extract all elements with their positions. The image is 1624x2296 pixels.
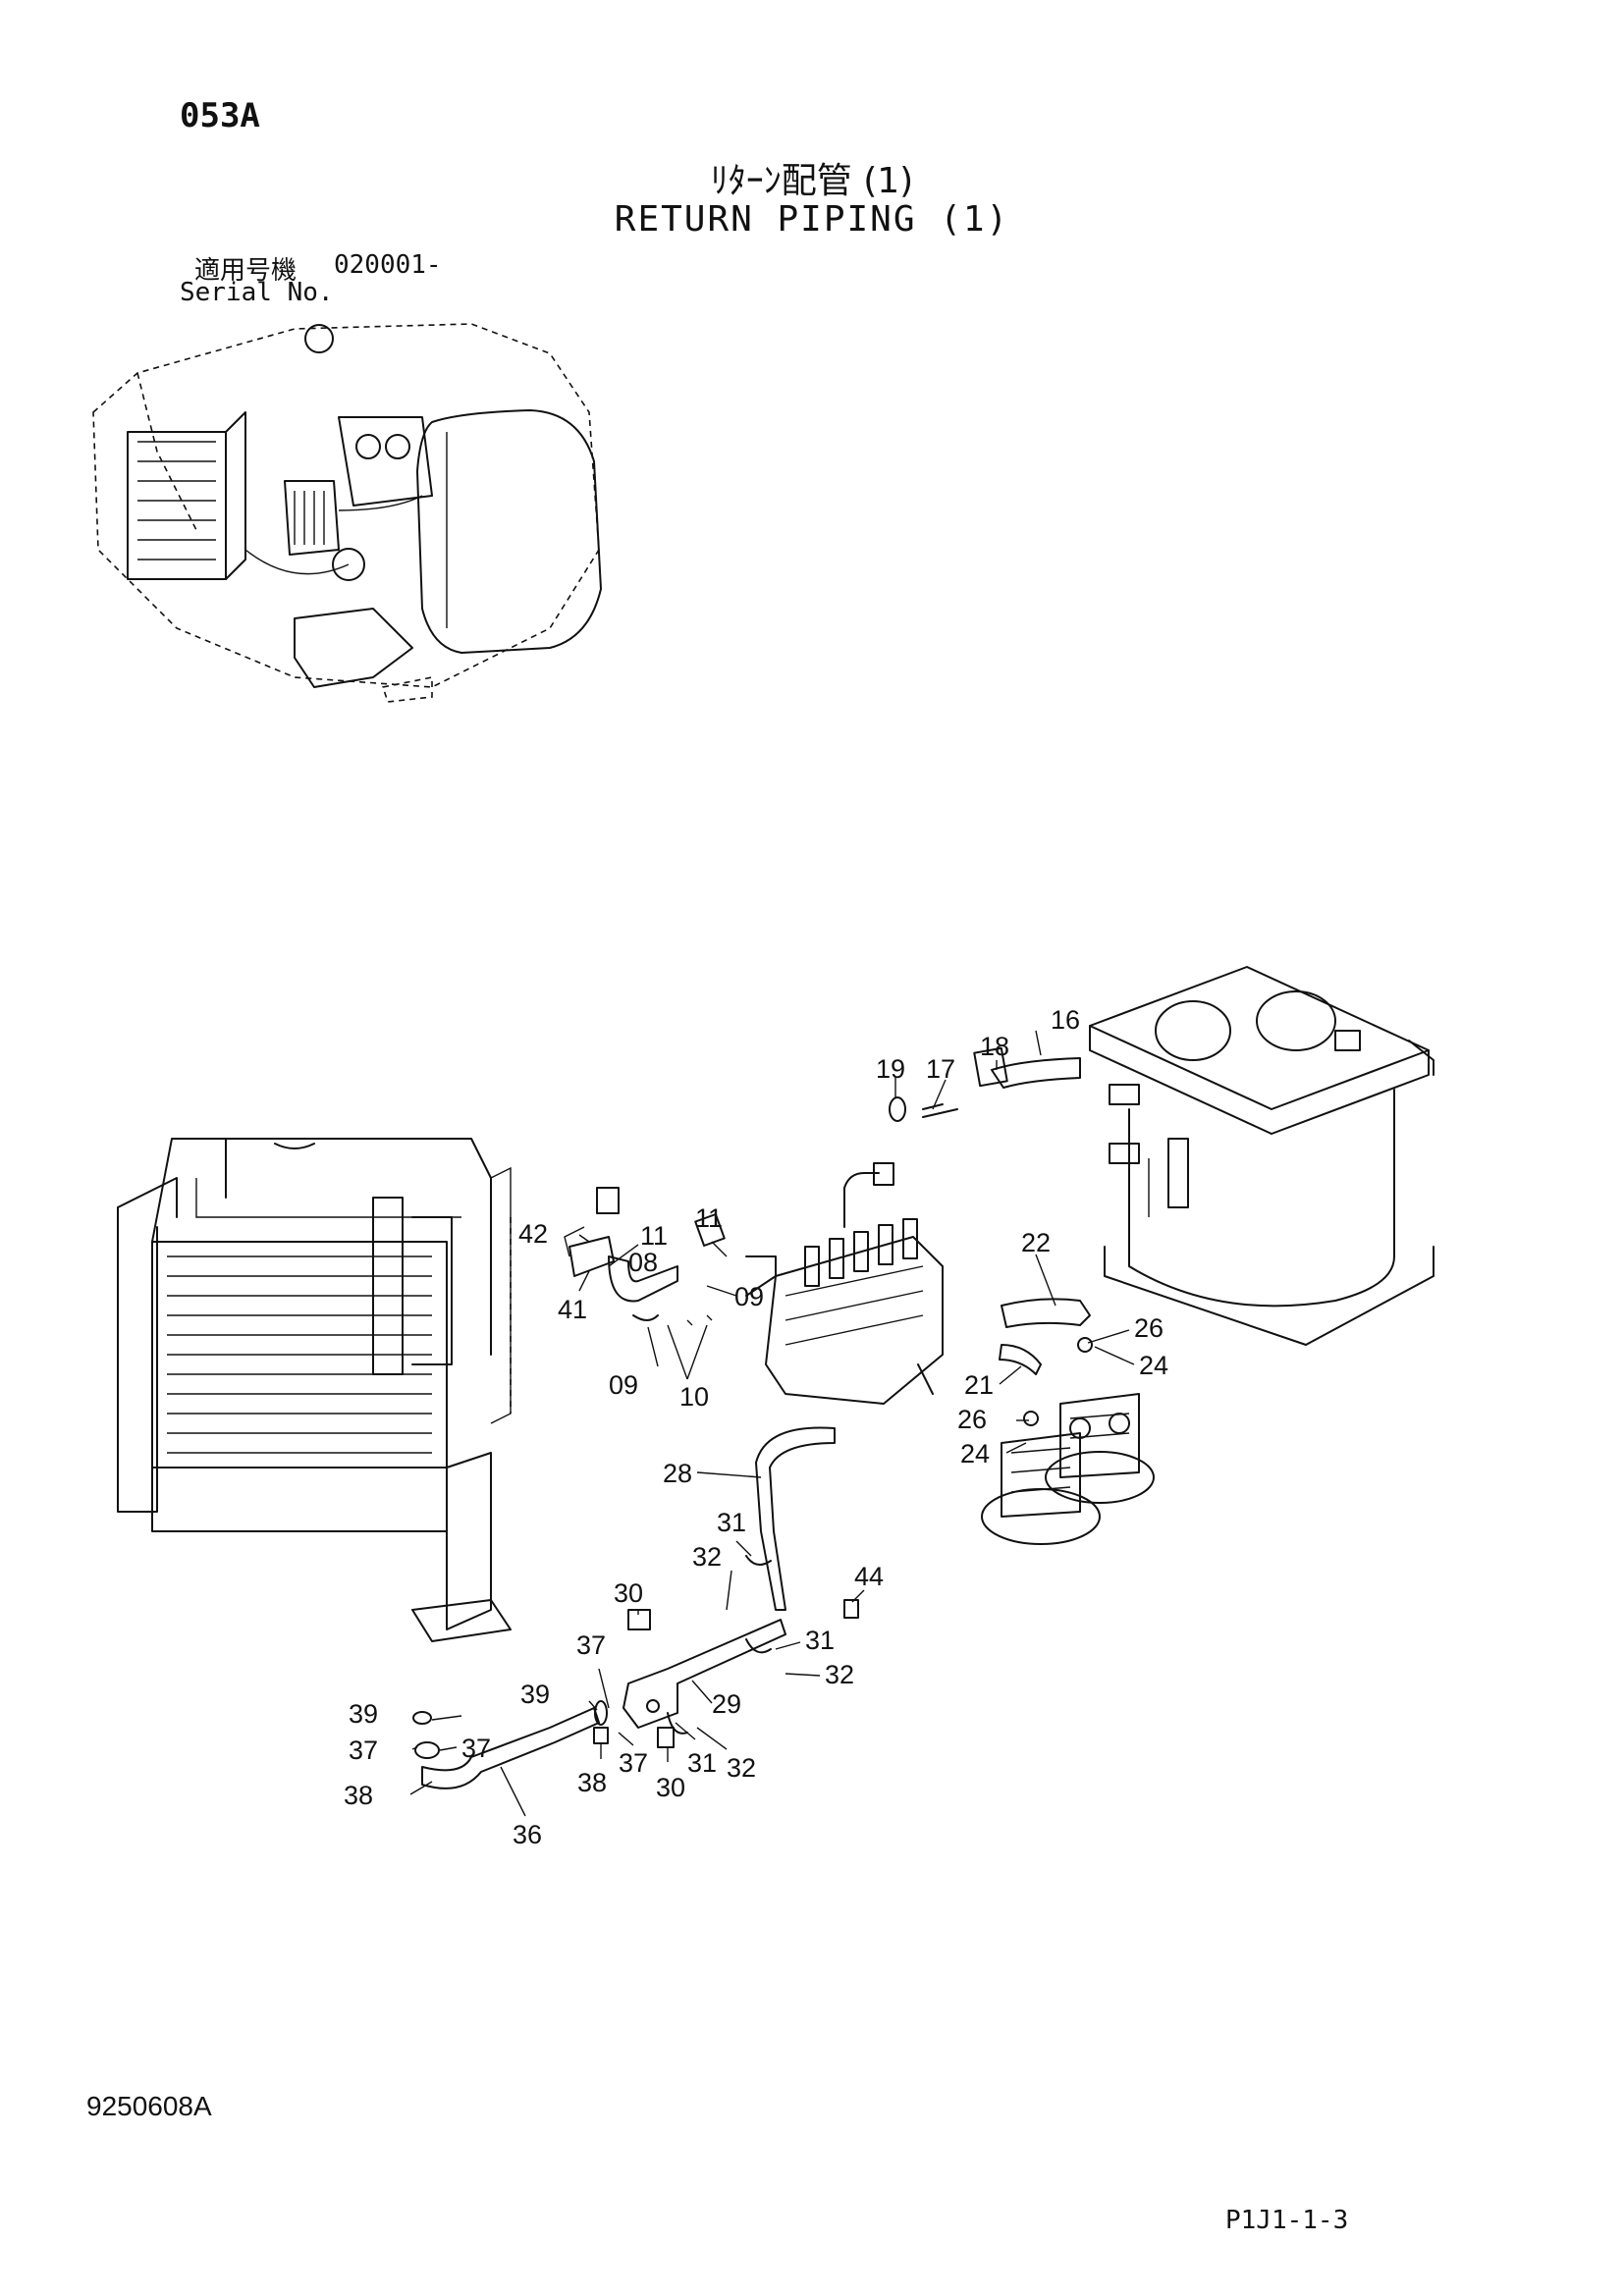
radiator-oil-cooler (117, 1138, 512, 1642)
callout-32-middle: 32 (825, 1660, 854, 1689)
callout-41: 41 (558, 1295, 587, 1324)
callout-31-middle: 31 (805, 1626, 835, 1655)
callout-31-upper: 31 (717, 1508, 746, 1537)
callout-26-lower: 26 (957, 1405, 987, 1434)
callout-26-upper: 26 (1134, 1313, 1164, 1343)
callout-11-lower: 11 (695, 1203, 723, 1233)
callout-18: 18 (980, 1032, 1009, 1061)
callout-38-right: 38 (577, 1768, 607, 1797)
callout-10: 10 (679, 1382, 709, 1412)
callout-37-right: 37 (461, 1734, 491, 1763)
swing-motors (981, 1393, 1155, 1545)
callout-44: 44 (854, 1562, 884, 1591)
title-english: RETURN PIPING (1) (614, 199, 1010, 240)
callout-16: 16 (1051, 1005, 1080, 1035)
control-valve (745, 1162, 944, 1405)
callout-39-left: 39 (349, 1699, 378, 1729)
callout-42: 42 (518, 1219, 548, 1249)
leader-lines (409, 1030, 1135, 1817)
callout-32-lower: 32 (727, 1753, 756, 1783)
serial-value: 020001- (334, 250, 442, 280)
callout-30-lower: 30 (656, 1773, 685, 1802)
callout-28: 28 (663, 1459, 692, 1488)
serial-label-english: Serial No. (180, 278, 334, 307)
overview-machine-sketch (92, 323, 602, 703)
callout-19: 19 (876, 1054, 905, 1084)
drawing-number: 9250608A (86, 2091, 212, 2121)
callout-08: 08 (628, 1248, 658, 1277)
callout-11-upper: 11 (640, 1221, 668, 1251)
part-callouts: 16 18 17 19 11 11 42 08 09 41 09 10 22 2… (344, 1005, 1168, 1849)
hydraulic-oil-tank (1089, 966, 1435, 1346)
callout-37-upper: 37 (576, 1630, 606, 1660)
callout-17: 17 (926, 1054, 955, 1084)
page-code: 053A (180, 96, 260, 135)
callout-09-left: 09 (609, 1370, 638, 1400)
return-piping (412, 1046, 1093, 1789)
callout-30-upper: 30 (614, 1578, 643, 1608)
callout-29: 29 (712, 1689, 741, 1719)
callout-32-upper: 32 (692, 1542, 722, 1572)
callout-37-left: 37 (349, 1735, 378, 1765)
callout-39-right: 39 (520, 1680, 550, 1709)
callout-24-upper: 24 (1139, 1351, 1168, 1380)
callout-31-lower: 31 (687, 1748, 717, 1778)
callout-36: 36 (513, 1820, 542, 1849)
callout-37-lower: 37 (619, 1748, 648, 1778)
callout-24-lower: 24 (960, 1439, 990, 1468)
callout-38-left: 38 (344, 1781, 373, 1810)
callout-21: 21 (964, 1370, 994, 1400)
sheet-reference: P1J1-1-3 (1225, 2206, 1349, 2235)
callout-22: 22 (1021, 1228, 1051, 1257)
serial-label-japanese: 適用号機 (194, 256, 298, 286)
title-japanese: ﾘﾀｰﾝ配管 (1) (710, 161, 914, 201)
callout-09-right: 09 (734, 1282, 764, 1311)
